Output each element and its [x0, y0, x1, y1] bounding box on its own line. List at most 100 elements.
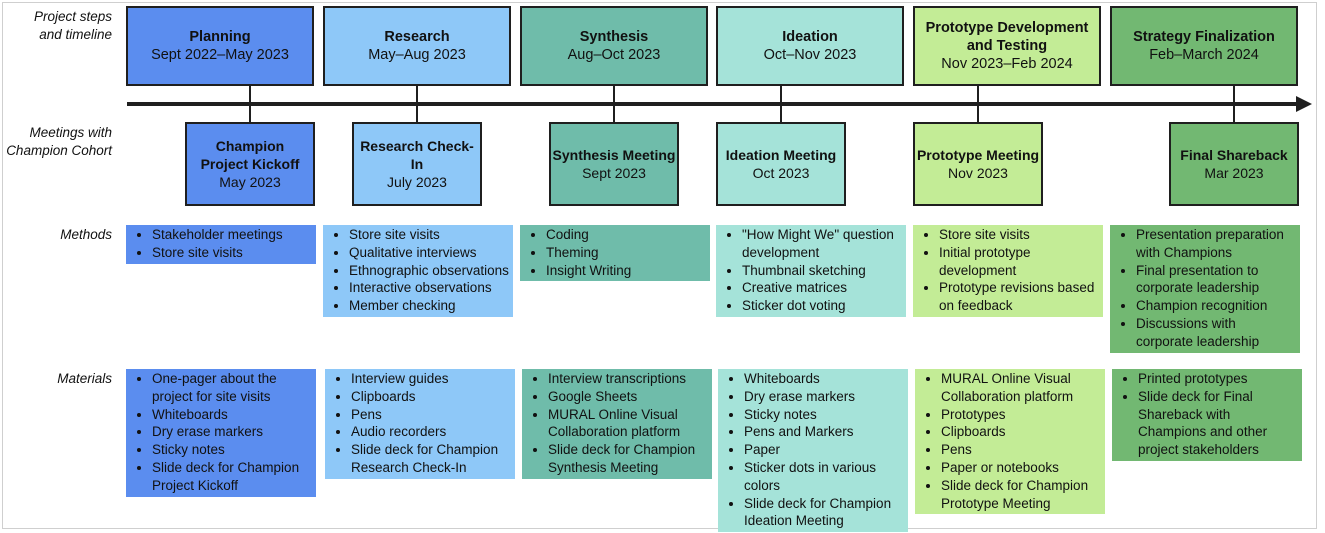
list-item: Pens — [351, 406, 511, 424]
connector-planning — [249, 86, 251, 122]
list-item: Pens — [941, 441, 1101, 459]
list-item: Theming — [546, 244, 706, 262]
list-item: Presentation preparation with Champions — [1136, 226, 1296, 262]
list-item: Ethnographic observations — [349, 262, 509, 280]
list-item: Pens and Markers — [744, 423, 904, 441]
list-item: Store site visits — [939, 226, 1099, 244]
phase-synthesis: Synthesis Aug–Oct 2023 — [520, 6, 708, 86]
meeting-title: Ideation Meeting — [725, 147, 837, 163]
list-item: Discussions with corporate leadership — [1136, 315, 1296, 351]
list-item: MURAL Online Visual Collaboration platfo… — [941, 370, 1101, 406]
list-item: Initial prototype development — [939, 244, 1099, 280]
list-item: Coding — [546, 226, 706, 244]
row-label-methods: Methods — [60, 227, 112, 242]
meeting-title: Prototype Meeting — [916, 147, 1040, 163]
phase-title: Planning — [189, 29, 251, 45]
list-item: Sticker dot voting — [742, 297, 902, 315]
phase-planning: Planning Sept 2022–May 2023 — [126, 6, 314, 86]
list-item: Sticker dots in various colors — [744, 459, 904, 495]
list-item: MURAL Online Visual Collaboration platfo… — [548, 406, 708, 442]
methods-strategy: Presentation preparation with Champions … — [1110, 225, 1300, 353]
meeting-date: Oct 2023 — [752, 165, 810, 181]
meeting-date: Mar 2023 — [1204, 165, 1264, 181]
materials-ideation: Whiteboards Dry erase markers Sticky not… — [718, 369, 908, 533]
list-item: Audio recorders — [351, 423, 511, 441]
meeting-date: July 2023 — [387, 174, 447, 190]
list-item: Interview guides — [351, 370, 511, 388]
list-item: Stakeholder meetings — [152, 226, 312, 244]
list-item: Whiteboards — [152, 406, 312, 424]
list-item: Paper or notebooks — [941, 459, 1101, 477]
meeting-title: Champion Project Kickoff — [200, 138, 300, 172]
list-item: Store site visits — [349, 226, 509, 244]
meeting-title: Synthesis Meeting — [552, 147, 676, 163]
list-item: Slide deck for Final Shareback with Cham… — [1138, 388, 1298, 459]
list-item: Member checking — [349, 297, 509, 315]
materials-planning: One-pager about the project for site vis… — [126, 369, 316, 497]
phase-title: Strategy Finalization — [1133, 29, 1275, 45]
list-item: Interview transcriptions — [548, 370, 708, 388]
phase-date: May–Aug 2023 — [368, 47, 466, 63]
connector-research — [416, 86, 418, 122]
connector-ideation — [780, 86, 782, 122]
list-item: Slide deck for Champion Prototype Meetin… — [941, 477, 1101, 513]
phase-title: Synthesis — [579, 29, 649, 45]
phase-date: Feb–March 2024 — [1149, 47, 1259, 63]
list-item: Slide deck for Champion Project Kickoff — [152, 459, 312, 495]
phase-ideation: Ideation Oct–Nov 2023 — [716, 6, 904, 86]
phase-strategy: Strategy Finalization Feb–March 2024 — [1110, 6, 1298, 86]
phase-title: Prototype Development and Testing — [925, 20, 1089, 54]
timeline-axis — [127, 102, 1297, 106]
materials-strategy: Printed prototypes Slide deck for Final … — [1112, 369, 1302, 461]
methods-research: Store site visits Qualitative interviews… — [323, 225, 513, 317]
row-label-materials: Materials — [57, 371, 112, 386]
list-item: Qualitative interviews — [349, 244, 509, 262]
meeting-date: May 2023 — [219, 174, 281, 190]
phase-research: Research May–Aug 2023 — [323, 6, 511, 86]
meeting-title: Final Shareback — [1180, 147, 1288, 163]
list-item: Dry erase markers — [744, 388, 904, 406]
meeting-date: Sept 2023 — [582, 165, 646, 181]
list-item: Insight Writing — [546, 262, 706, 280]
list-item: Prototype revisions based on feedback — [939, 279, 1099, 315]
list-item: Thumbnail sketching — [742, 262, 902, 280]
phase-date: Nov 2023–Feb 2024 — [941, 56, 1073, 72]
meeting-synthesis: Synthesis Meeting Sept 2023 — [549, 122, 679, 206]
phase-date: Aug–Oct 2023 — [567, 47, 661, 63]
list-item: "How Might We" question development — [742, 226, 902, 262]
connector-synthesis — [613, 86, 615, 122]
meeting-ideation: Ideation Meeting Oct 2023 — [716, 122, 846, 206]
connector-strategy — [1233, 86, 1235, 122]
materials-synthesis: Interview transcriptions Google Sheets M… — [522, 369, 712, 479]
meeting-title: Research Check-In — [360, 138, 474, 172]
list-item: Clipboards — [941, 423, 1101, 441]
phase-prototype: Prototype Development and Testing Nov 20… — [913, 6, 1101, 86]
list-item: Slide deck for Champion Ideation Meeting — [744, 495, 904, 531]
meeting-final-shareback: Final Shareback Mar 2023 — [1169, 122, 1299, 206]
phase-title: Research — [384, 29, 450, 45]
list-item: Sticky notes — [152, 441, 312, 459]
list-item: Prototypes — [941, 406, 1101, 424]
list-item: Champion recognition — [1136, 297, 1296, 315]
list-item: Store site visits — [152, 244, 312, 262]
phase-date: Sept 2022–May 2023 — [151, 47, 289, 63]
list-item: Interactive observations — [349, 279, 509, 297]
list-item: Dry erase markers — [152, 423, 312, 441]
list-item: Slide deck for Champion Synthesis Meetin… — [548, 441, 708, 477]
methods-prototype: Store site visits Initial prototype deve… — [913, 225, 1103, 317]
materials-prototype: MURAL Online Visual Collaboration platfo… — [915, 369, 1105, 515]
list-item: Paper — [744, 441, 904, 459]
phase-date: Oct–Nov 2023 — [763, 47, 857, 63]
phase-title: Ideation — [782, 29, 838, 45]
list-item: Sticky notes — [744, 406, 904, 424]
methods-ideation: "How Might We" question development Thum… — [716, 225, 906, 317]
materials-research: Interview guides Clipboards Pens Audio r… — [325, 369, 515, 479]
list-item: Final presentation to corporate leadersh… — [1136, 262, 1296, 298]
list-item: Whiteboards — [744, 370, 904, 388]
timeline-arrowhead — [1296, 96, 1312, 112]
methods-planning: Stakeholder meetings Store site visits — [126, 225, 316, 264]
list-item: Google Sheets — [548, 388, 708, 406]
